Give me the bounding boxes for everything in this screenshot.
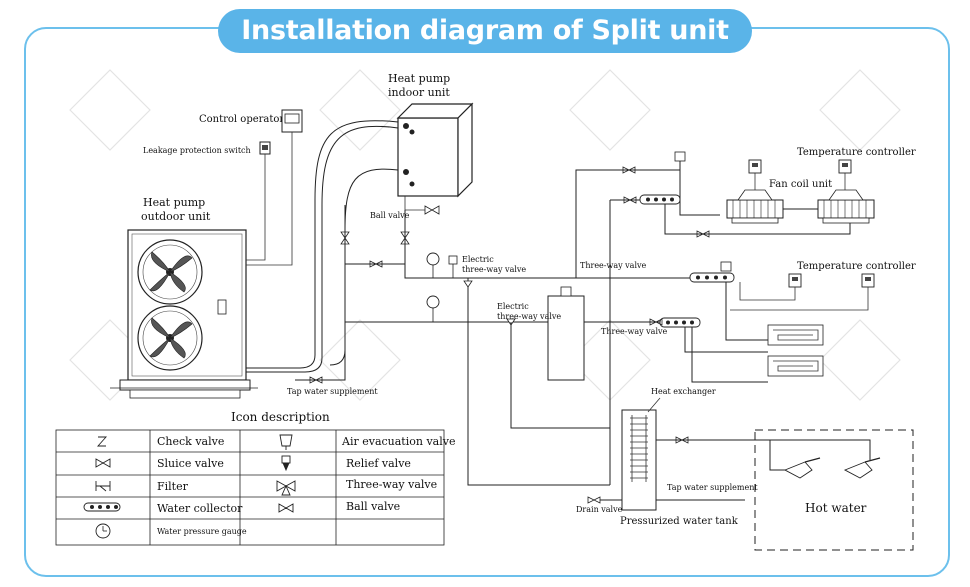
legend-table	[55, 429, 445, 546]
control-operator-icon	[281, 109, 303, 133]
tap-water-supplement-1-label: Tap water supplement	[287, 387, 378, 396]
three-way-valve-2-label: Three-way valve	[601, 327, 668, 336]
pressurized-water-tank	[621, 409, 657, 511]
drain-valve-label: Drain valve	[576, 505, 623, 514]
legend-filter: Filter	[157, 480, 189, 493]
water-collector-icon	[639, 194, 681, 205]
temperature-controller-icon	[838, 159, 852, 174]
water-collector-icon	[83, 502, 121, 512]
three-way-valve-icon	[276, 480, 296, 496]
fan-coil-unit-label: Fan coil unit	[769, 179, 832, 190]
legend-heading: Icon description	[231, 410, 330, 424]
legend-three-way-valve: Three-way valve	[346, 478, 437, 491]
fan-bottom-icon	[137, 305, 203, 371]
temperature-controller-icon	[748, 159, 762, 174]
water-pressure-gauge-icon	[426, 252, 440, 278]
leakage-switch-icon	[259, 141, 271, 155]
indoor-unit-label-2: indoor unit	[388, 86, 450, 99]
indoor-unit-label-1: Heat pump	[388, 72, 450, 85]
temperature-controller-1-label: Temperature controller	[797, 147, 916, 158]
control-operator-label: Control operator	[199, 114, 284, 125]
temperature-controller-icon	[861, 273, 875, 288]
hot-water-area	[754, 429, 914, 551]
sluice-valve-icon	[400, 231, 410, 245]
sluice-valve-icon	[340, 231, 350, 245]
leakage-switch-label: Leakage protection switch	[143, 146, 251, 155]
electric-3way-1-label-b: three-way valve	[462, 265, 526, 274]
faucet-icon	[843, 457, 881, 479]
legend-relief-valve: Relief valve	[346, 457, 411, 470]
water-pressure-gauge-icon	[95, 523, 111, 539]
check-valve-icon	[96, 436, 108, 447]
legend-water-collector: Water collector	[157, 502, 243, 515]
relief-valve-icon	[448, 255, 458, 278]
buffer-tank	[547, 295, 585, 381]
relief-valve-icon	[281, 455, 291, 472]
filter-icon	[95, 481, 111, 492]
outdoor-unit-label-1: Heat pump	[143, 196, 205, 209]
electric-3way-1-label-a: Electric	[462, 255, 494, 264]
tap-water-supplement-2-label: Tap water supplement	[667, 483, 758, 492]
outdoor-unit-label-2: outdoor unit	[141, 210, 211, 223]
floor-heating-coil-1	[767, 324, 824, 346]
air-evacuation-valve-icon	[279, 434, 293, 450]
pressurized-tank-label: Pressurized water tank	[620, 516, 739, 527]
faucet-icon	[783, 457, 821, 479]
watermark-pattern	[69, 69, 901, 401]
ball-valve-icon	[278, 503, 294, 513]
diagram-title: Installation diagram of Split unit	[218, 9, 752, 53]
legend-check-valve: Check valve	[157, 435, 224, 448]
fan-top-icon	[137, 239, 203, 305]
water-collector-icon	[689, 272, 735, 283]
water-collector-icon	[659, 317, 701, 328]
heat-exchanger-label: Heat exchanger	[651, 387, 716, 396]
three-way-valve-1-label: Three-way valve	[580, 261, 647, 270]
floor-heating-coil-2	[767, 355, 824, 377]
legend-water-pressure-gauge: Water pressure gauge	[157, 527, 247, 536]
legend-sluice-valve: Sluice valve	[157, 457, 224, 470]
sluice-valve-icon	[95, 458, 111, 468]
water-pressure-gauge-icon	[426, 295, 440, 322]
electric-3way-2-label-a: Electric	[497, 302, 529, 311]
hot-water-label: Hot water	[805, 501, 867, 515]
legend-ball-valve: Ball valve	[346, 500, 400, 513]
indoor-unit	[396, 102, 474, 198]
legend-air-evacuation-valve: Air evacuation valve	[341, 435, 455, 448]
fan-coil-unit-2	[817, 189, 875, 224]
temperature-controller-icon	[788, 273, 802, 288]
outdoor-unit	[110, 229, 258, 399]
electric-3way-2-label-b: three-way valve	[497, 312, 561, 321]
fan-coil-unit-1	[726, 189, 784, 224]
temperature-controller-2-label: Temperature controller	[797, 261, 916, 272]
ball-valve-label: Ball valve	[370, 211, 410, 220]
